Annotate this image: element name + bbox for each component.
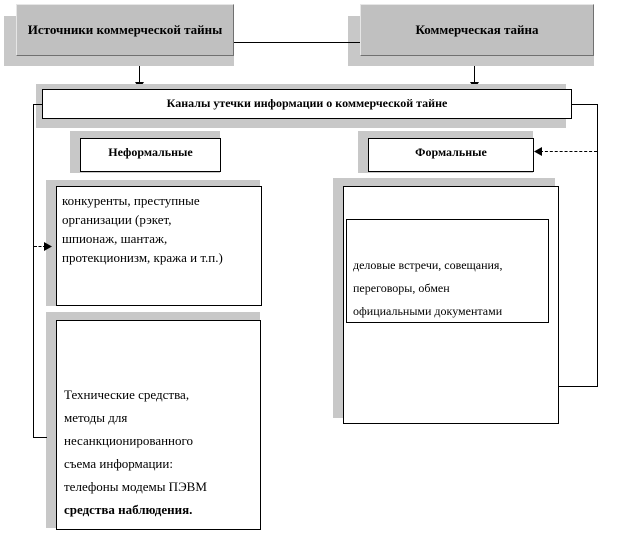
left-feedback-line-bottom [33, 437, 47, 438]
formal-text: деловые встречи, совещания, переговоры, … [353, 258, 503, 318]
technical-text-bold: средства наблюдения. [64, 502, 193, 517]
right-feedback-line-top [572, 104, 598, 105]
right-feedback-arrow-icon [534, 147, 542, 156]
channels-bar: Каналы утечки информации о коммерческой … [42, 89, 572, 119]
right-feedback-line-bottom [559, 386, 598, 387]
channels-bar-label: Каналы утечки информации о коммерческой … [166, 95, 448, 110]
informal-label-box: Неформальные [80, 138, 221, 172]
left-feedback-arrow-icon [44, 242, 52, 251]
formal-label-box: Формальные [368, 138, 534, 172]
competitors-text: конкуренты, преступные организации (рэке… [62, 193, 223, 265]
sources-box-label: Источники коммерческой тайны [27, 22, 223, 37]
sources-box: Источники коммерческой тайны [16, 4, 234, 56]
formal-label: Формальные [415, 144, 487, 159]
left-feedback-line-top [33, 104, 42, 105]
right-feedback-line-v [597, 104, 598, 386]
left-feedback-line-v [33, 104, 34, 438]
secret-box-label: Коммерческая тайна [415, 22, 539, 37]
secret-box: Коммерческая тайна [360, 4, 594, 56]
top-connector-line [234, 42, 360, 43]
competitors-box: конкуренты, преступные организации (рэке… [56, 186, 262, 306]
right-feedback-arrow-line [540, 151, 597, 152]
formal-inner-box: деловые встречи, совещания, переговоры, … [346, 219, 549, 323]
secret-down-line [474, 66, 475, 84]
technical-box: Технические средства, методы для несанкц… [56, 320, 261, 530]
sources-down-line [139, 66, 140, 84]
informal-label: Неформальные [108, 144, 193, 159]
left-feedback-arrow-line [34, 246, 46, 247]
technical-text: Технические средства, методы для несанкц… [64, 387, 207, 494]
